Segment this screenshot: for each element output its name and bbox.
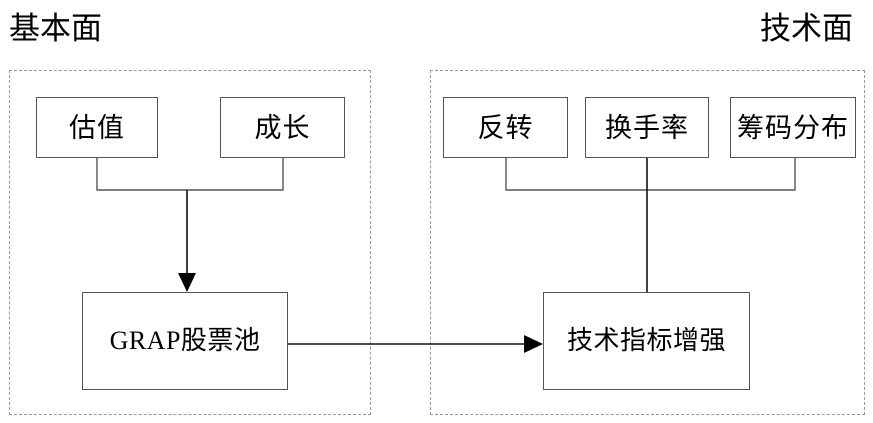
node-chip-distribution[interactable]: 筹码分布 — [730, 97, 856, 158]
node-technical-indicator-enhancement[interactable]: 技术指标增强 — [543, 292, 750, 390]
node-chip-distribution-label: 筹码分布 — [737, 112, 849, 143]
node-reversal-label: 反转 — [477, 112, 534, 143]
group-title-technical: 技术面 — [760, 11, 853, 46]
panel-fundamental — [9, 70, 371, 415]
group-title-fundamental: 基本面 — [9, 11, 102, 46]
panel-technical — [430, 70, 865, 415]
node-reversal[interactable]: 反转 — [443, 97, 568, 158]
node-technical-indicator-enhancement-label: 技术指标增强 — [566, 326, 726, 355]
node-valuation[interactable]: 估值 — [36, 97, 158, 158]
node-growth-label: 成长 — [254, 112, 311, 143]
node-grap-stock-pool-label: GRAP股票池 — [109, 326, 261, 355]
node-turnover-rate[interactable]: 换手率 — [585, 97, 709, 158]
node-grap-stock-pool[interactable]: GRAP股票池 — [82, 292, 288, 390]
node-turnover-rate-label: 换手率 — [605, 112, 689, 143]
node-valuation-label: 估值 — [69, 112, 125, 143]
node-growth[interactable]: 成长 — [220, 97, 345, 158]
